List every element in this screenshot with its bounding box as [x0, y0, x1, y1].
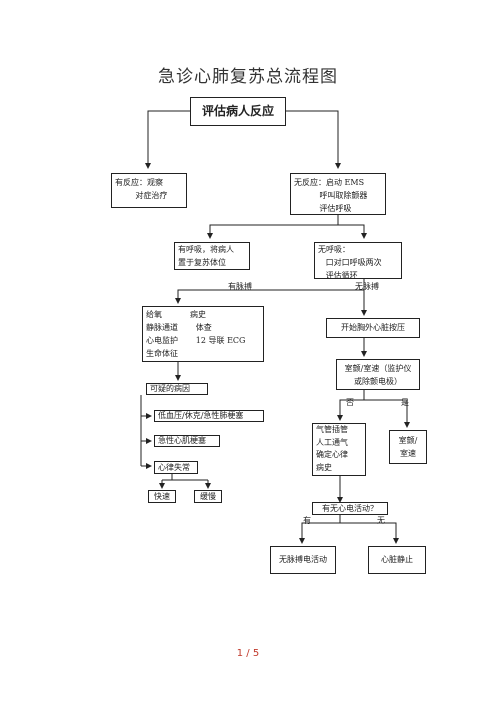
page-indicator: 1 / 5 — [236, 648, 260, 659]
airway-line-2: 人工通气 — [316, 437, 348, 447]
pea-label: 无脉搏电活动 — [279, 555, 327, 564]
airway-line-4: 病史 — [316, 462, 332, 472]
pulse-care-line-1: 给氧 病史 — [146, 310, 206, 319]
not-breathing-line-3: 评估循环 — [318, 271, 358, 280]
tachy-label: 快速 — [154, 492, 170, 501]
unresponsive-line-3: 评估呼吸 — [294, 204, 352, 213]
brady-label: 缓慢 — [200, 492, 216, 501]
no-label: 否 — [346, 398, 354, 407]
brady-box: 缓慢 — [194, 490, 222, 503]
vf-check-box: 室颤/室速（监护仪 或除颤电极） — [336, 359, 420, 390]
start-cpr-box: 开始胸外心脏按压 — [326, 318, 420, 338]
no-pulse-label: 无脉搏 — [355, 282, 379, 291]
airway-line-3: 确定心律 — [316, 450, 348, 459]
unresponsive-line-2: 呼叫取除颤器 — [294, 191, 368, 200]
unresponsive-line-1: 无反应：启动 EMS — [294, 178, 365, 187]
yes-label: 是 — [401, 398, 409, 407]
vf-vt-line-2: 室速 — [400, 449, 416, 458]
cause-arrhythmia-box: 心律失常 — [154, 461, 198, 474]
electrical-activity-box: 有无心电活动？ — [312, 502, 388, 515]
vf-vt-box: 室颤/ 室速 — [389, 430, 427, 464]
pulse-label: 有脉搏 — [228, 282, 252, 291]
cause-arrhythmia-label: 心律失常 — [158, 463, 190, 472]
cause-shock-box: 低血压/休克/急性肺梗塞 — [154, 410, 264, 422]
tachy-box: 快速 — [148, 490, 176, 503]
pulse-care-line-4: 生命体征 — [146, 349, 178, 358]
pulse-care-line-2: 静脉通道 体查 — [146, 323, 212, 332]
responsive-line-2: 对症治疗 — [115, 191, 168, 200]
cause-mi-box: 急性心肌梗塞 — [154, 435, 220, 447]
page-title: 急诊心肺复苏总流程图 — [158, 67, 338, 87]
responsive-box: 有反应：观察 对症治疗 — [111, 173, 187, 208]
not-breathing-line-1: 无呼吸： — [318, 245, 350, 254]
airway-box: 气管插管 人工通气 确定心律 病史 — [312, 423, 366, 476]
vf-check-line-1: 室颤/室速（监护仪 — [344, 364, 412, 373]
breathing-line-1: 有呼吸，将病人 — [178, 245, 234, 254]
not-breathing-box: 无呼吸： 口对口呼吸两次 评估循环 — [314, 242, 402, 280]
pulse-care-line-3: 心电监护 12 导联 ECG — [146, 336, 246, 345]
assess-patient-box: 评估病人反应 — [190, 97, 286, 126]
breathing-line-2: 置于复苏体位 — [178, 258, 226, 267]
pulse-care-box: 给氧 病史 静脉通道 体查 心电监护 12 导联 ECG 生命体征 — [142, 306, 264, 362]
airway-line-1: 气管插管 — [316, 425, 348, 434]
asystole-label: 心脏静止 — [381, 555, 413, 564]
possible-causes-box: 可疑的病因 — [146, 383, 208, 395]
none-label: 无 — [377, 516, 385, 525]
electrical-activity-label: 有无心电活动？ — [322, 504, 378, 513]
start-cpr-label: 开始胸外心脏按压 — [341, 323, 405, 332]
unresponsive-box: 无反应：启动 EMS 呼叫取除颤器 评估呼吸 — [290, 173, 386, 215]
vf-vt-line-1: 室颤/ — [398, 436, 418, 445]
possible-causes-label: 可疑的病因 — [150, 384, 190, 393]
responsive-line-1: 有反应：观察 — [115, 178, 163, 187]
pea-box: 无脉搏电活动 — [270, 546, 336, 574]
asystole-box: 心脏静止 — [368, 546, 426, 574]
cause-shock-label: 低血压/休克/急性肺梗塞 — [158, 411, 244, 420]
breathing-box: 有呼吸，将病人 置于复苏体位 — [174, 242, 250, 270]
not-breathing-line-2: 口对口呼吸两次 — [318, 258, 382, 267]
has-label: 有 — [303, 516, 311, 525]
assess-patient-label: 评估病人反应 — [201, 104, 274, 118]
cause-mi-label: 急性心肌梗塞 — [158, 436, 206, 445]
vf-check-line-2: 或除颤电极） — [354, 377, 402, 386]
